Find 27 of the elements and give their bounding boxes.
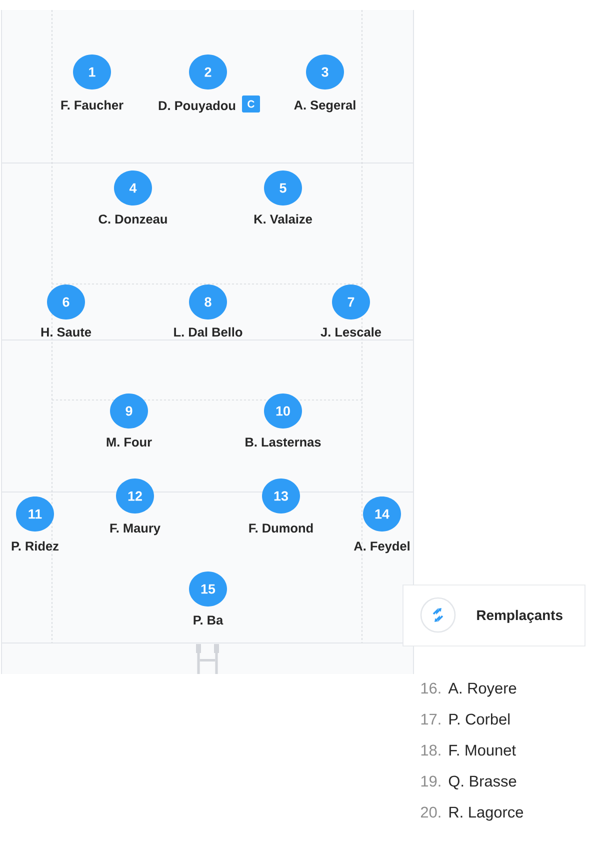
player-name: F. Dumond [249, 523, 313, 533]
list-number: 20. [420, 806, 440, 818]
player-name: C. Donzeau [98, 214, 167, 224]
player-name: A. Segeral [294, 100, 356, 112]
player-name: B. Lasternas [246, 438, 321, 447]
player-name: D. Pouyadou [158, 100, 236, 113]
player-name: J. Lescale [320, 327, 382, 337]
list-number: 19. [421, 776, 440, 787]
player-name: L. Dal Bello [174, 327, 242, 337]
player-name: P. Ba [194, 616, 224, 625]
list-number: 18. [421, 744, 440, 756]
player-name: Q. Brasse [448, 776, 516, 790]
panel-header: Remplaçants [402, 584, 586, 646]
player-name: P. Ridez [12, 541, 59, 551]
player-name: P. Corbel [449, 713, 510, 725]
captain-badge: C [242, 96, 260, 112]
player-name: K. Valaize [254, 214, 312, 224]
player-name: R. Lagorce [449, 806, 524, 821]
player-name: F. Mounet [449, 744, 516, 756]
list-number: 16. [421, 682, 440, 694]
player-name: F. Maury [110, 524, 160, 536]
player-name: A. Royere [448, 682, 516, 697]
player-name: M. Four [106, 438, 152, 447]
list-number: 17. [421, 714, 440, 724]
player-name: F. Faucher [61, 100, 124, 110]
player-name: A. Feydel [354, 541, 410, 554]
player-name: H. Saute [41, 328, 92, 337]
